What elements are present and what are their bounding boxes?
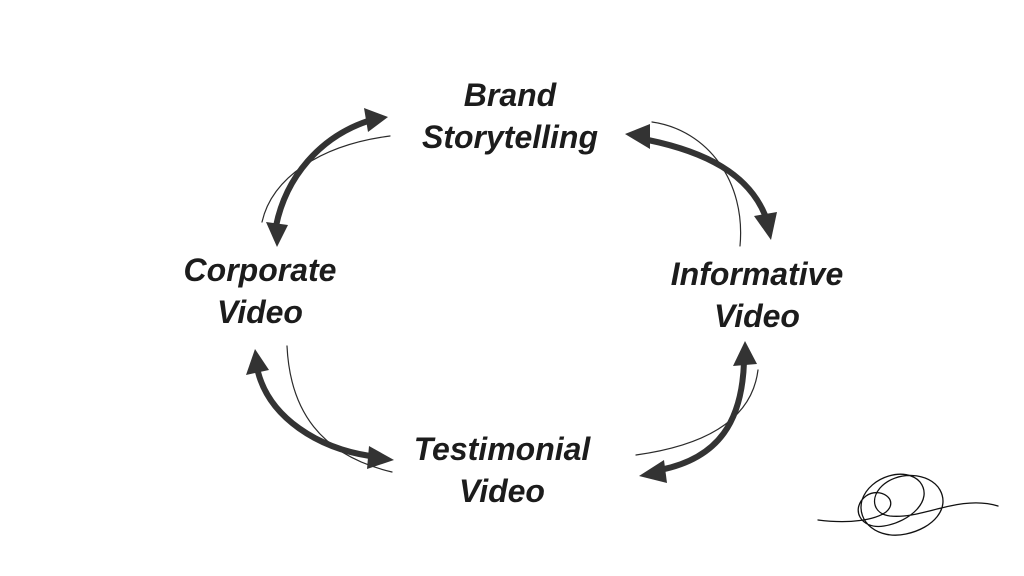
node-corporate-video-line-2: Video (217, 294, 303, 330)
node-informative-video-line-1: Informative (670, 256, 844, 292)
arrowhead-to-brand-storytelling-right (625, 124, 650, 149)
arrowhead-to-corporate-video (266, 222, 288, 247)
arrow-top-left-inner-arc (273, 118, 371, 229)
arrowhead-to-testimonial-video-right (639, 460, 667, 483)
node-corporate-video: Corporate Video (160, 249, 360, 333)
node-testimonial-video-line-1: Testimonial (413, 431, 591, 467)
node-corporate-video-line-1: Corporate (183, 252, 337, 288)
scribble-signature-icon (817, 473, 999, 536)
node-brand-storytelling-line-2: Storytelling (421, 119, 598, 155)
arrow-top-right-outer-arc (651, 121, 742, 247)
node-testimonial-video: Testimonial Video (392, 428, 612, 512)
arrow-top-right (625, 121, 777, 247)
arrowhead-to-informative-video (754, 212, 777, 240)
node-brand-storytelling: Brand Storytelling (400, 74, 620, 158)
arrowhead-to-corporate-video-bottom (246, 349, 269, 375)
arrow-top-right-inner-arc (645, 137, 768, 218)
arrow-bottom-right-outer-arc (635, 369, 759, 456)
arrow-top-left (261, 108, 391, 247)
node-informative-video: Informative Video (652, 253, 862, 337)
arrow-bottom-right (635, 341, 759, 483)
node-brand-storytelling-line-1: Brand (463, 77, 557, 113)
arrow-bottom-left (246, 345, 394, 473)
node-informative-video-line-2: Video (714, 298, 800, 334)
arrow-bottom-right-inner-arc (657, 359, 747, 473)
arrowhead-to-informative-video-bottom (733, 341, 757, 366)
arrowhead-to-brand-storytelling (364, 108, 388, 132)
node-testimonial-video-line-2: Video (459, 473, 545, 509)
arrow-bottom-left-inner-arc (255, 369, 373, 459)
arrowhead-to-testimonial-video (367, 446, 394, 469)
